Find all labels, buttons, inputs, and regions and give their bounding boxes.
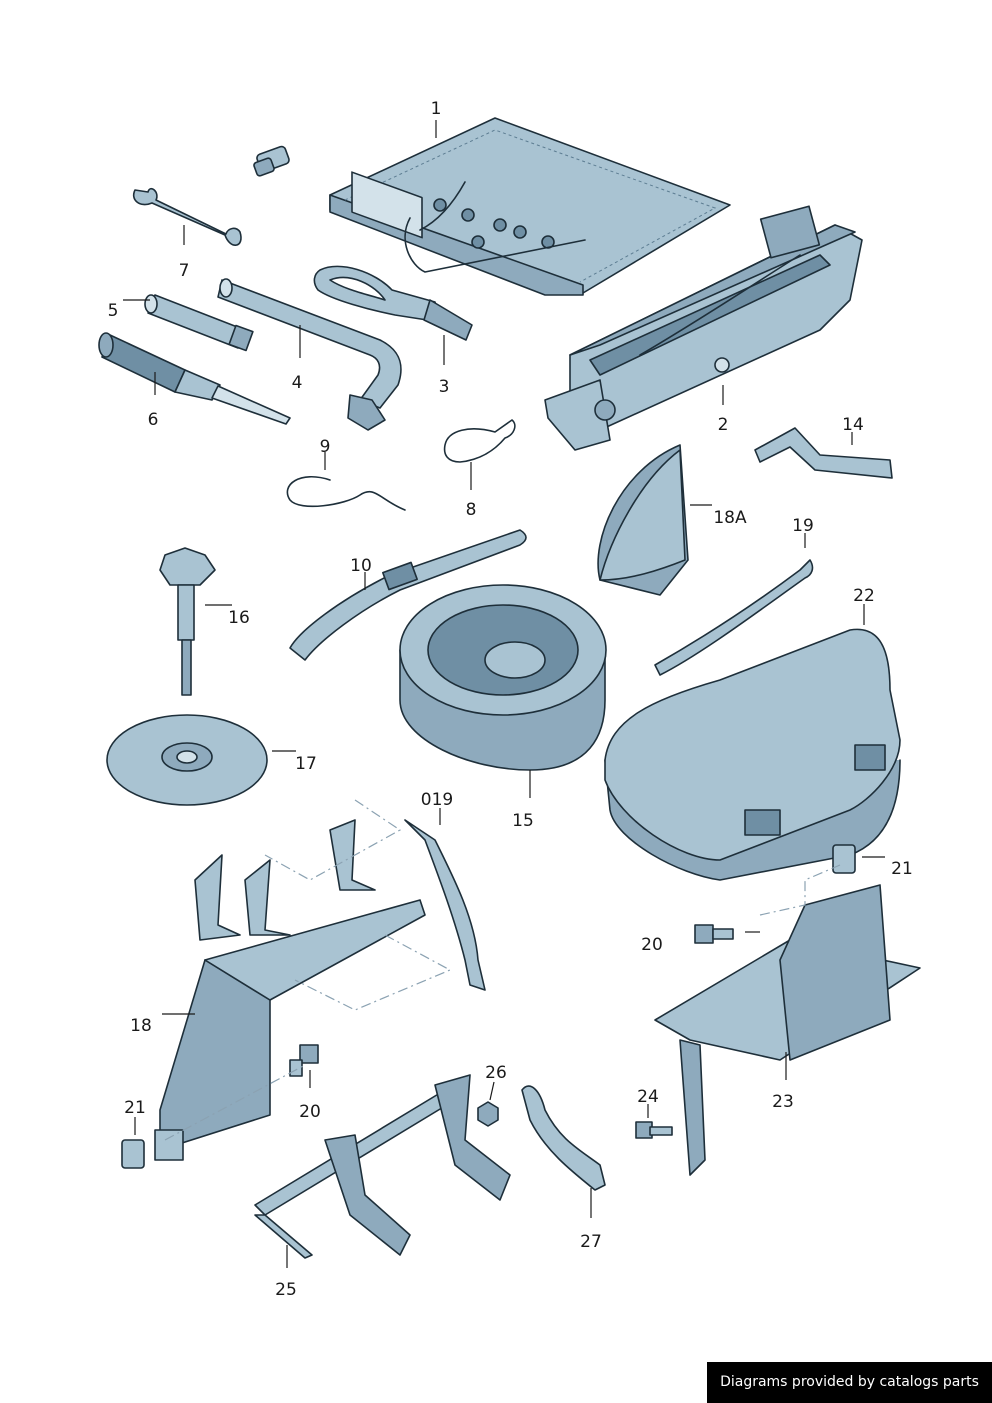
spring-clip-part bbox=[286, 475, 406, 511]
small-bolt-part bbox=[253, 145, 290, 177]
label-20-right: 20 bbox=[641, 935, 663, 955]
label-23: 23 bbox=[772, 1092, 794, 1112]
label-9: 9 bbox=[320, 437, 331, 457]
label-19: 19 bbox=[792, 516, 814, 536]
label-26: 26 bbox=[485, 1063, 507, 1083]
label-8: 8 bbox=[466, 500, 477, 520]
label-6: 6 bbox=[148, 410, 159, 430]
assembly-lines bbox=[164, 799, 841, 1141]
label-24: 24 bbox=[637, 1087, 659, 1107]
strap-27-part bbox=[521, 1085, 606, 1191]
label-2: 2 bbox=[718, 415, 729, 435]
case-part bbox=[604, 628, 901, 881]
label-27: 27 bbox=[580, 1232, 602, 1252]
label-7: 7 bbox=[179, 261, 190, 281]
jack-part bbox=[544, 205, 863, 451]
label-17: 17 bbox=[295, 754, 317, 774]
bracket-23-part bbox=[654, 884, 921, 1176]
leader-lines bbox=[123, 120, 885, 1268]
label-10: 10 bbox=[350, 556, 372, 576]
label-22: 22 bbox=[853, 586, 875, 606]
label-21-right: 21 bbox=[891, 859, 913, 879]
strap-019-part bbox=[404, 819, 486, 991]
part-number-labels: 1 2 3 4 5 6 7 8 9 10 14 15 16 17 18 18A … bbox=[108, 99, 913, 1300]
label-019: 019 bbox=[421, 790, 453, 810]
label-16: 16 bbox=[228, 608, 250, 628]
foam-wedge-part bbox=[597, 444, 689, 596]
label-1: 1 bbox=[431, 99, 442, 119]
credit-banner: Diagrams provided by catalogs parts bbox=[707, 1362, 992, 1403]
label-25: 25 bbox=[275, 1280, 297, 1300]
label-21-left: 21 bbox=[124, 1098, 146, 1118]
bolt-part bbox=[289, 924, 734, 1077]
towing-eye-part bbox=[313, 265, 473, 341]
strap-part bbox=[289, 529, 527, 661]
wheel-well-part bbox=[399, 584, 607, 771]
label-4: 4 bbox=[292, 373, 303, 393]
screw-part bbox=[635, 1121, 673, 1139]
threaded-knob-part bbox=[159, 547, 216, 696]
label-5: 5 bbox=[108, 301, 119, 321]
strap-19-part bbox=[654, 559, 814, 676]
nut-part bbox=[477, 1101, 499, 1127]
frame-25-part bbox=[254, 1074, 511, 1259]
tool-bag-part bbox=[329, 117, 731, 296]
label-14: 14 bbox=[842, 415, 864, 435]
label-20-left: 20 bbox=[299, 1102, 321, 1122]
label-18a: 18A bbox=[713, 508, 747, 528]
label-18: 18 bbox=[130, 1016, 152, 1036]
wrench-part bbox=[133, 187, 242, 246]
screwdriver-part bbox=[98, 332, 291, 425]
bracket-18-part bbox=[154, 819, 426, 1161]
wheel-brace-part bbox=[217, 278, 402, 431]
strap-bracket-part bbox=[754, 427, 893, 479]
label-3: 3 bbox=[439, 377, 450, 397]
wire-clip-part bbox=[443, 419, 516, 463]
label-15: 15 bbox=[512, 811, 534, 831]
disc-part bbox=[106, 714, 268, 806]
